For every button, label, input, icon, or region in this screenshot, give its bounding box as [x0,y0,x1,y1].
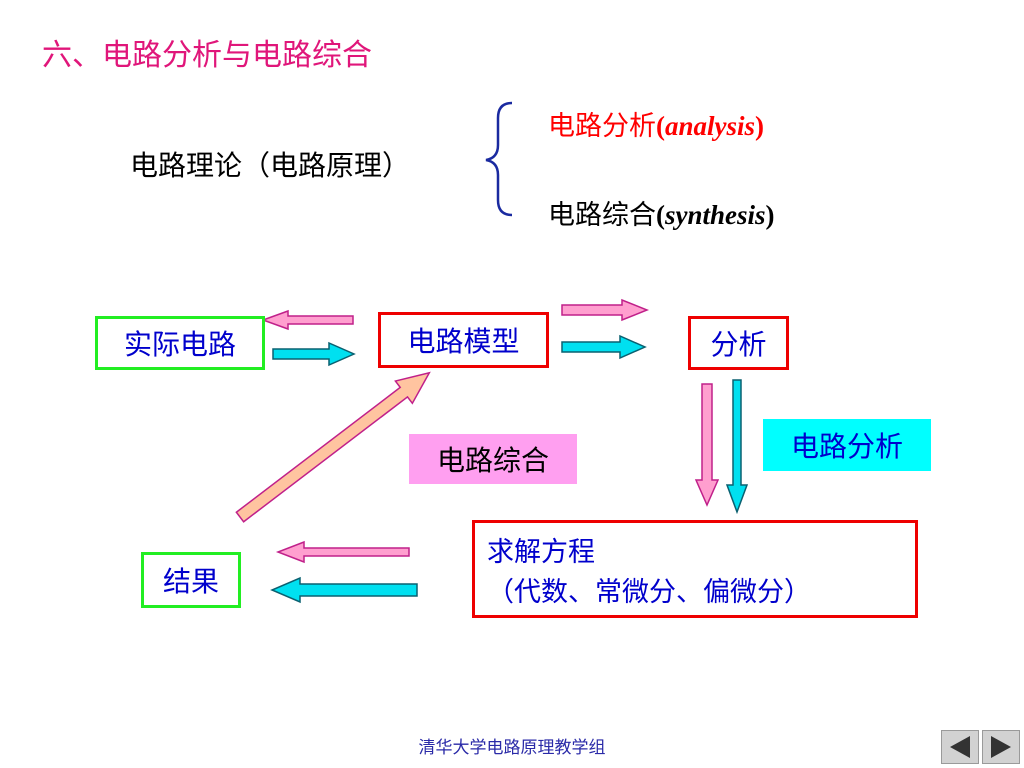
triangle-left-icon [950,736,970,758]
box-solve-equations: 求解方程 （代数、常微分、偏微分） [472,520,918,618]
solve-line-2: （代数、常微分、偏微分） [487,577,811,608]
branch-analysis-close: ) [755,111,765,141]
arrow-real-to-model [272,341,356,367]
next-slide-button[interactable] [982,730,1020,764]
branch-analysis: 电路分析(analysis) [548,104,764,143]
box-analyze: 分析 [688,316,789,370]
branch-analysis-open: ( [656,111,665,141]
arrow-model-to-analyze-pink [561,298,650,322]
circuit-theory-label: 电路理论（电路原理） [130,149,411,182]
box-circuit-model: 电路模型 [378,312,549,368]
branch-synthesis: 电路综合(synthesis) [548,193,775,232]
branch-synthesis-close: ) [765,200,775,230]
curly-brace-icon [485,101,513,217]
label-circuit-synthesis: 电路综合 [409,434,577,484]
prev-slide-button[interactable] [941,730,979,764]
arrow-analyze-to-solve-cyan [725,379,749,515]
branch-analysis-en: analysis [665,111,756,141]
box-result: 结果 [141,552,241,608]
arrow-solve-to-result-cyan [270,576,418,604]
branch-synthesis-en: synthesis [665,200,766,230]
branch-synthesis-open: ( [656,200,665,230]
slide-title: 六、电路分析与电路综合 [42,38,372,73]
branch-analysis-cn: 电路分析 [548,111,656,142]
label-circuit-analysis: 电路分析 [763,419,931,471]
arrow-model-to-real [260,309,354,331]
arrow-result-to-model-diagonal [235,371,431,523]
solve-line-1: 求解方程 [487,537,595,568]
arrow-model-to-analyze-cyan [561,334,647,360]
branch-synthesis-cn: 电路综合 [548,200,656,231]
arrow-analyze-to-solve-pink [694,383,720,507]
footer-credit: 清华大学电路原理教学组 [418,738,606,758]
box-real-circuit: 实际电路 [95,316,265,370]
arrow-solve-to-result-pink [275,540,410,564]
triangle-right-icon [991,736,1011,758]
